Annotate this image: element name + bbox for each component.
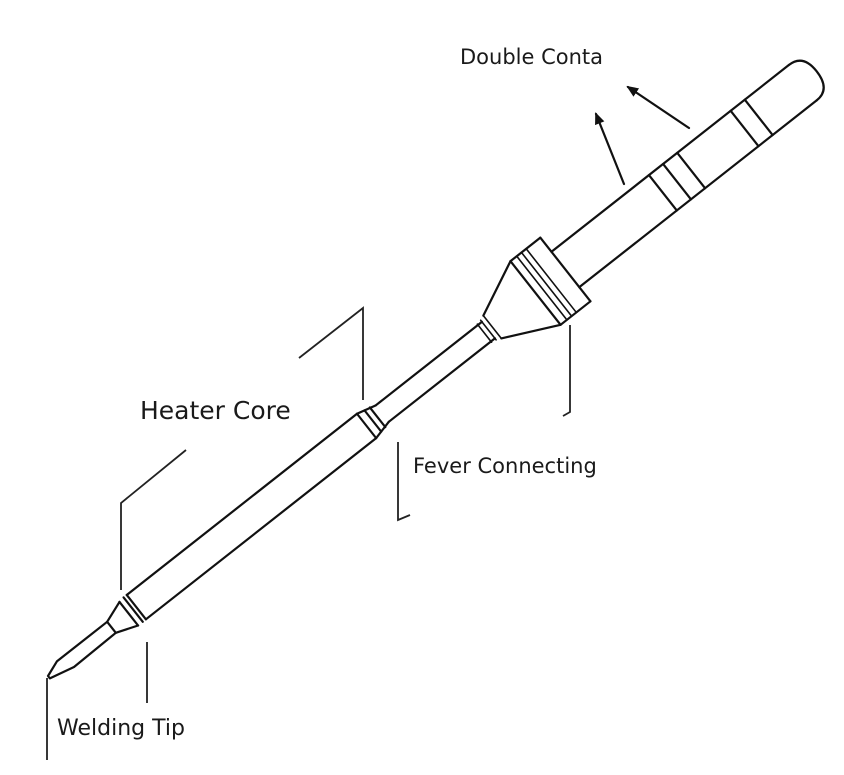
fever-connecting-label: Fever Connecting bbox=[413, 454, 597, 478]
contact-sleeve-shape bbox=[550, 59, 825, 289]
welding-tip-bracket bbox=[46, 642, 148, 760]
double-contact-label: Double Conta bbox=[460, 45, 604, 69]
welding-tip-shape bbox=[46, 620, 117, 680]
flange-shape bbox=[482, 236, 592, 340]
fever-connecting-shape bbox=[374, 314, 503, 423]
welding-tip-label: Welding Tip bbox=[57, 716, 185, 741]
double-contact-arrows bbox=[594, 85, 691, 186]
tip-collar bbox=[106, 593, 148, 634]
heater-core-label: Heater Core bbox=[140, 396, 291, 425]
fever-connecting-bracket bbox=[397, 325, 571, 522]
soldering-tip-drawing bbox=[46, 59, 825, 680]
heater-core-shape bbox=[125, 404, 390, 621]
heater-core-bracket bbox=[120, 306, 364, 590]
